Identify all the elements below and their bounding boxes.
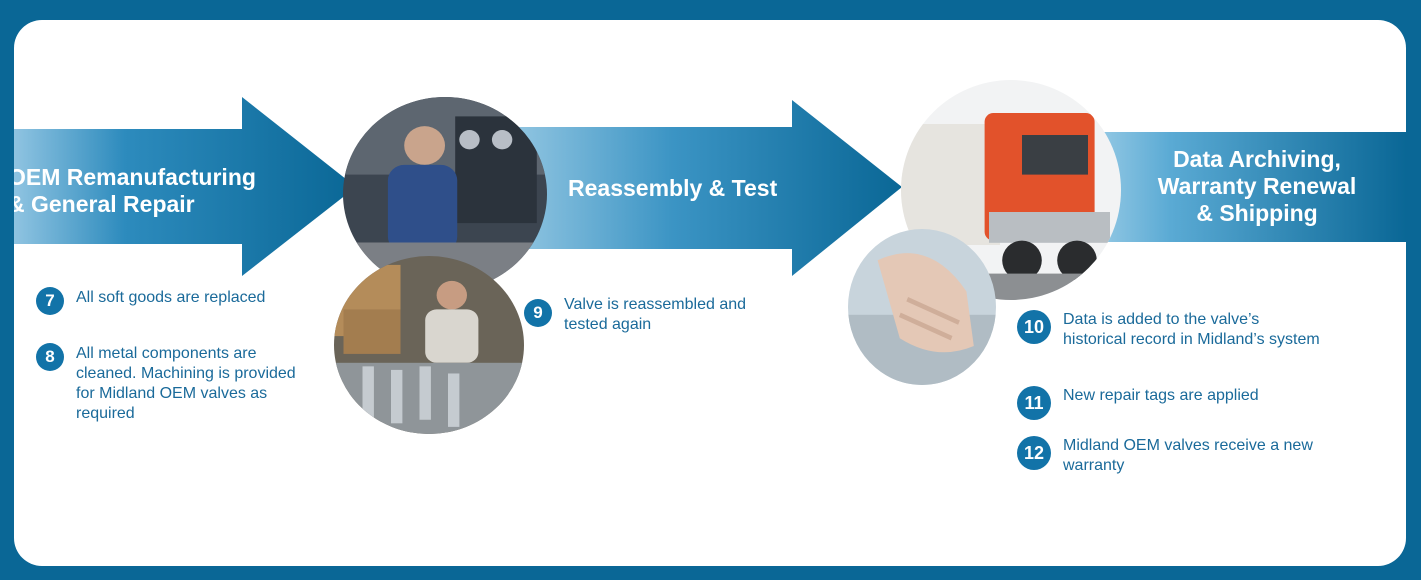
step-11: 11 New repair tags are applied xyxy=(1017,386,1347,420)
step-description: All soft goods are replaced xyxy=(76,289,266,306)
step-description: Midland OEM valves receive a new warrant… xyxy=(1063,437,1313,474)
step-number-badge: 9 xyxy=(524,299,552,327)
stage-title-data-archiving: Data Archiving, Warranty Renewal & Shipp… xyxy=(1157,146,1357,226)
stage-title-remanufacturing: OEM Remanufacturing & General Repair xyxy=(14,164,256,217)
step-9: 9 Valve is reassembled and tested again xyxy=(524,295,784,335)
photo-keyboard-hands xyxy=(848,229,996,385)
photo-warehouse-worker xyxy=(334,256,524,434)
step-description: All metal components are cleaned. Machin… xyxy=(76,345,296,422)
step-description: Data is added to the valve’s historical … xyxy=(1063,311,1320,348)
process-frame: OEM Remanufacturing & General Repair Rea… xyxy=(14,20,1406,566)
step-12: 12 Midland OEM valves receive a new warr… xyxy=(1017,436,1347,476)
step-8: 8 All metal components are cleaned. Mach… xyxy=(36,343,326,424)
step-description: Valve is reassembled and tested again xyxy=(564,296,747,333)
arrow-stage-1 xyxy=(14,97,356,276)
stage-title-reassembly: Reassembly & Test xyxy=(568,175,778,201)
arrow-stage-2 xyxy=(444,100,902,276)
step-10: 10 Data is added to the valve’s historic… xyxy=(1017,310,1347,350)
step-number-badge: 12 xyxy=(1017,436,1051,470)
step-number-badge: 10 xyxy=(1017,310,1051,344)
step-description: New repair tags are applied xyxy=(1063,387,1259,404)
step-number-badge: 7 xyxy=(36,287,64,315)
step-number-badge: 11 xyxy=(1017,386,1051,420)
step-number-badge: 8 xyxy=(36,343,64,371)
step-7: 7 All soft goods are replaced xyxy=(36,287,336,315)
